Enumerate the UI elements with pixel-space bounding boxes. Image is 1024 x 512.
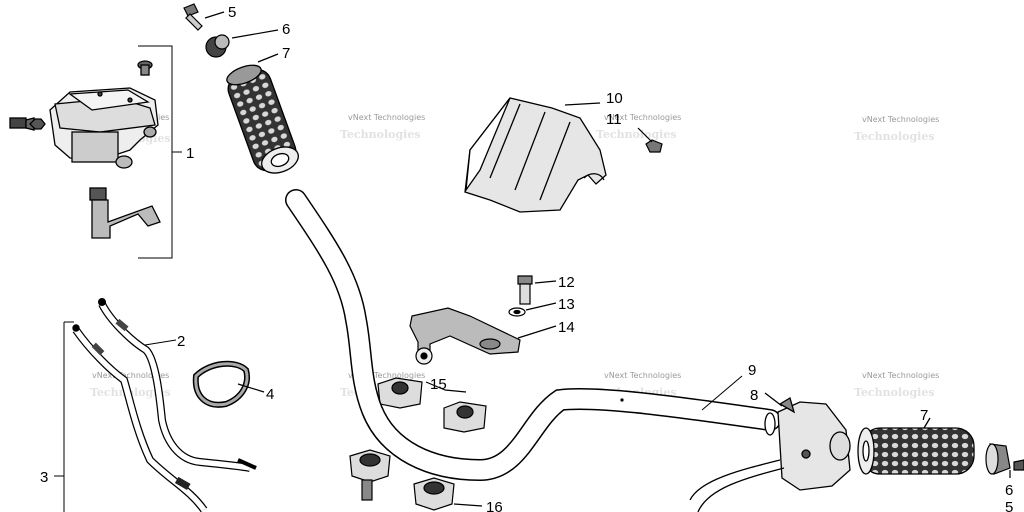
cable-strap-part (192, 360, 265, 408)
clamp-block-part (377, 377, 487, 433)
callout-2: 2 (177, 333, 185, 350)
handlebar-part (285, 189, 781, 482)
brake-cable-part (54, 321, 208, 512)
switch-housing-part (689, 392, 851, 512)
callout-6: 6 (282, 21, 290, 38)
throttle-cable-part (98, 298, 257, 472)
throttle-housing-part (9, 60, 161, 239)
bolt-washer-part (508, 275, 557, 317)
callout-12: 12 (558, 274, 575, 291)
callout-5-right: 5 (1005, 499, 1013, 512)
callout-1: 1 (186, 145, 194, 162)
watermark-shadow: Technologies (340, 128, 421, 141)
callout-bracket-1 (138, 45, 182, 259)
callout-7-right: 7 (920, 407, 928, 424)
end-cap-part (205, 29, 279, 58)
end-cap-right-part (985, 443, 1024, 478)
riser-part (349, 449, 483, 511)
grip-part-left (226, 53, 299, 174)
watermark: vNext Technologies (862, 115, 939, 124)
watermark: vNext Technologies (348, 113, 425, 122)
watermark-shadow: Technologies (596, 128, 677, 141)
watermark: vNext Technologies (604, 371, 681, 380)
callout-11: 11 (606, 111, 622, 128)
callout-9: 9 (748, 362, 756, 379)
watermark-shadow: Technologies (854, 130, 935, 143)
watermark: vNext Technologies (862, 371, 939, 380)
callout-15: 15 (430, 376, 447, 393)
clip-part (637, 127, 663, 153)
callout-10: 10 (606, 90, 623, 107)
callout-5: 5 (228, 4, 236, 21)
watermark-shadow: Technologies (854, 386, 935, 399)
callout-labels: 1 2 3 4 5 5 6 6 7 7 8 9 10 11 12 13 14 1… (40, 4, 1013, 512)
watermark: vNext Technologies (604, 113, 681, 122)
callout-14: 14 (558, 319, 575, 336)
watermark: vNext Technologies (348, 371, 425, 380)
callout-3: 3 (40, 469, 48, 486)
watermark: vNext Technologies (92, 371, 169, 380)
callout-16: 16 (486, 499, 503, 512)
mount-bracket-part (409, 307, 557, 365)
callout-13: 13 (558, 296, 575, 313)
callout-6-right: 6 (1005, 482, 1013, 499)
callout-8: 8 (750, 387, 758, 404)
callout-7: 7 (282, 45, 290, 62)
callout-4: 4 (266, 386, 274, 403)
grip-part-right (857, 417, 975, 475)
handlebar-shroud-part (464, 97, 607, 213)
bolt-part (183, 3, 225, 31)
